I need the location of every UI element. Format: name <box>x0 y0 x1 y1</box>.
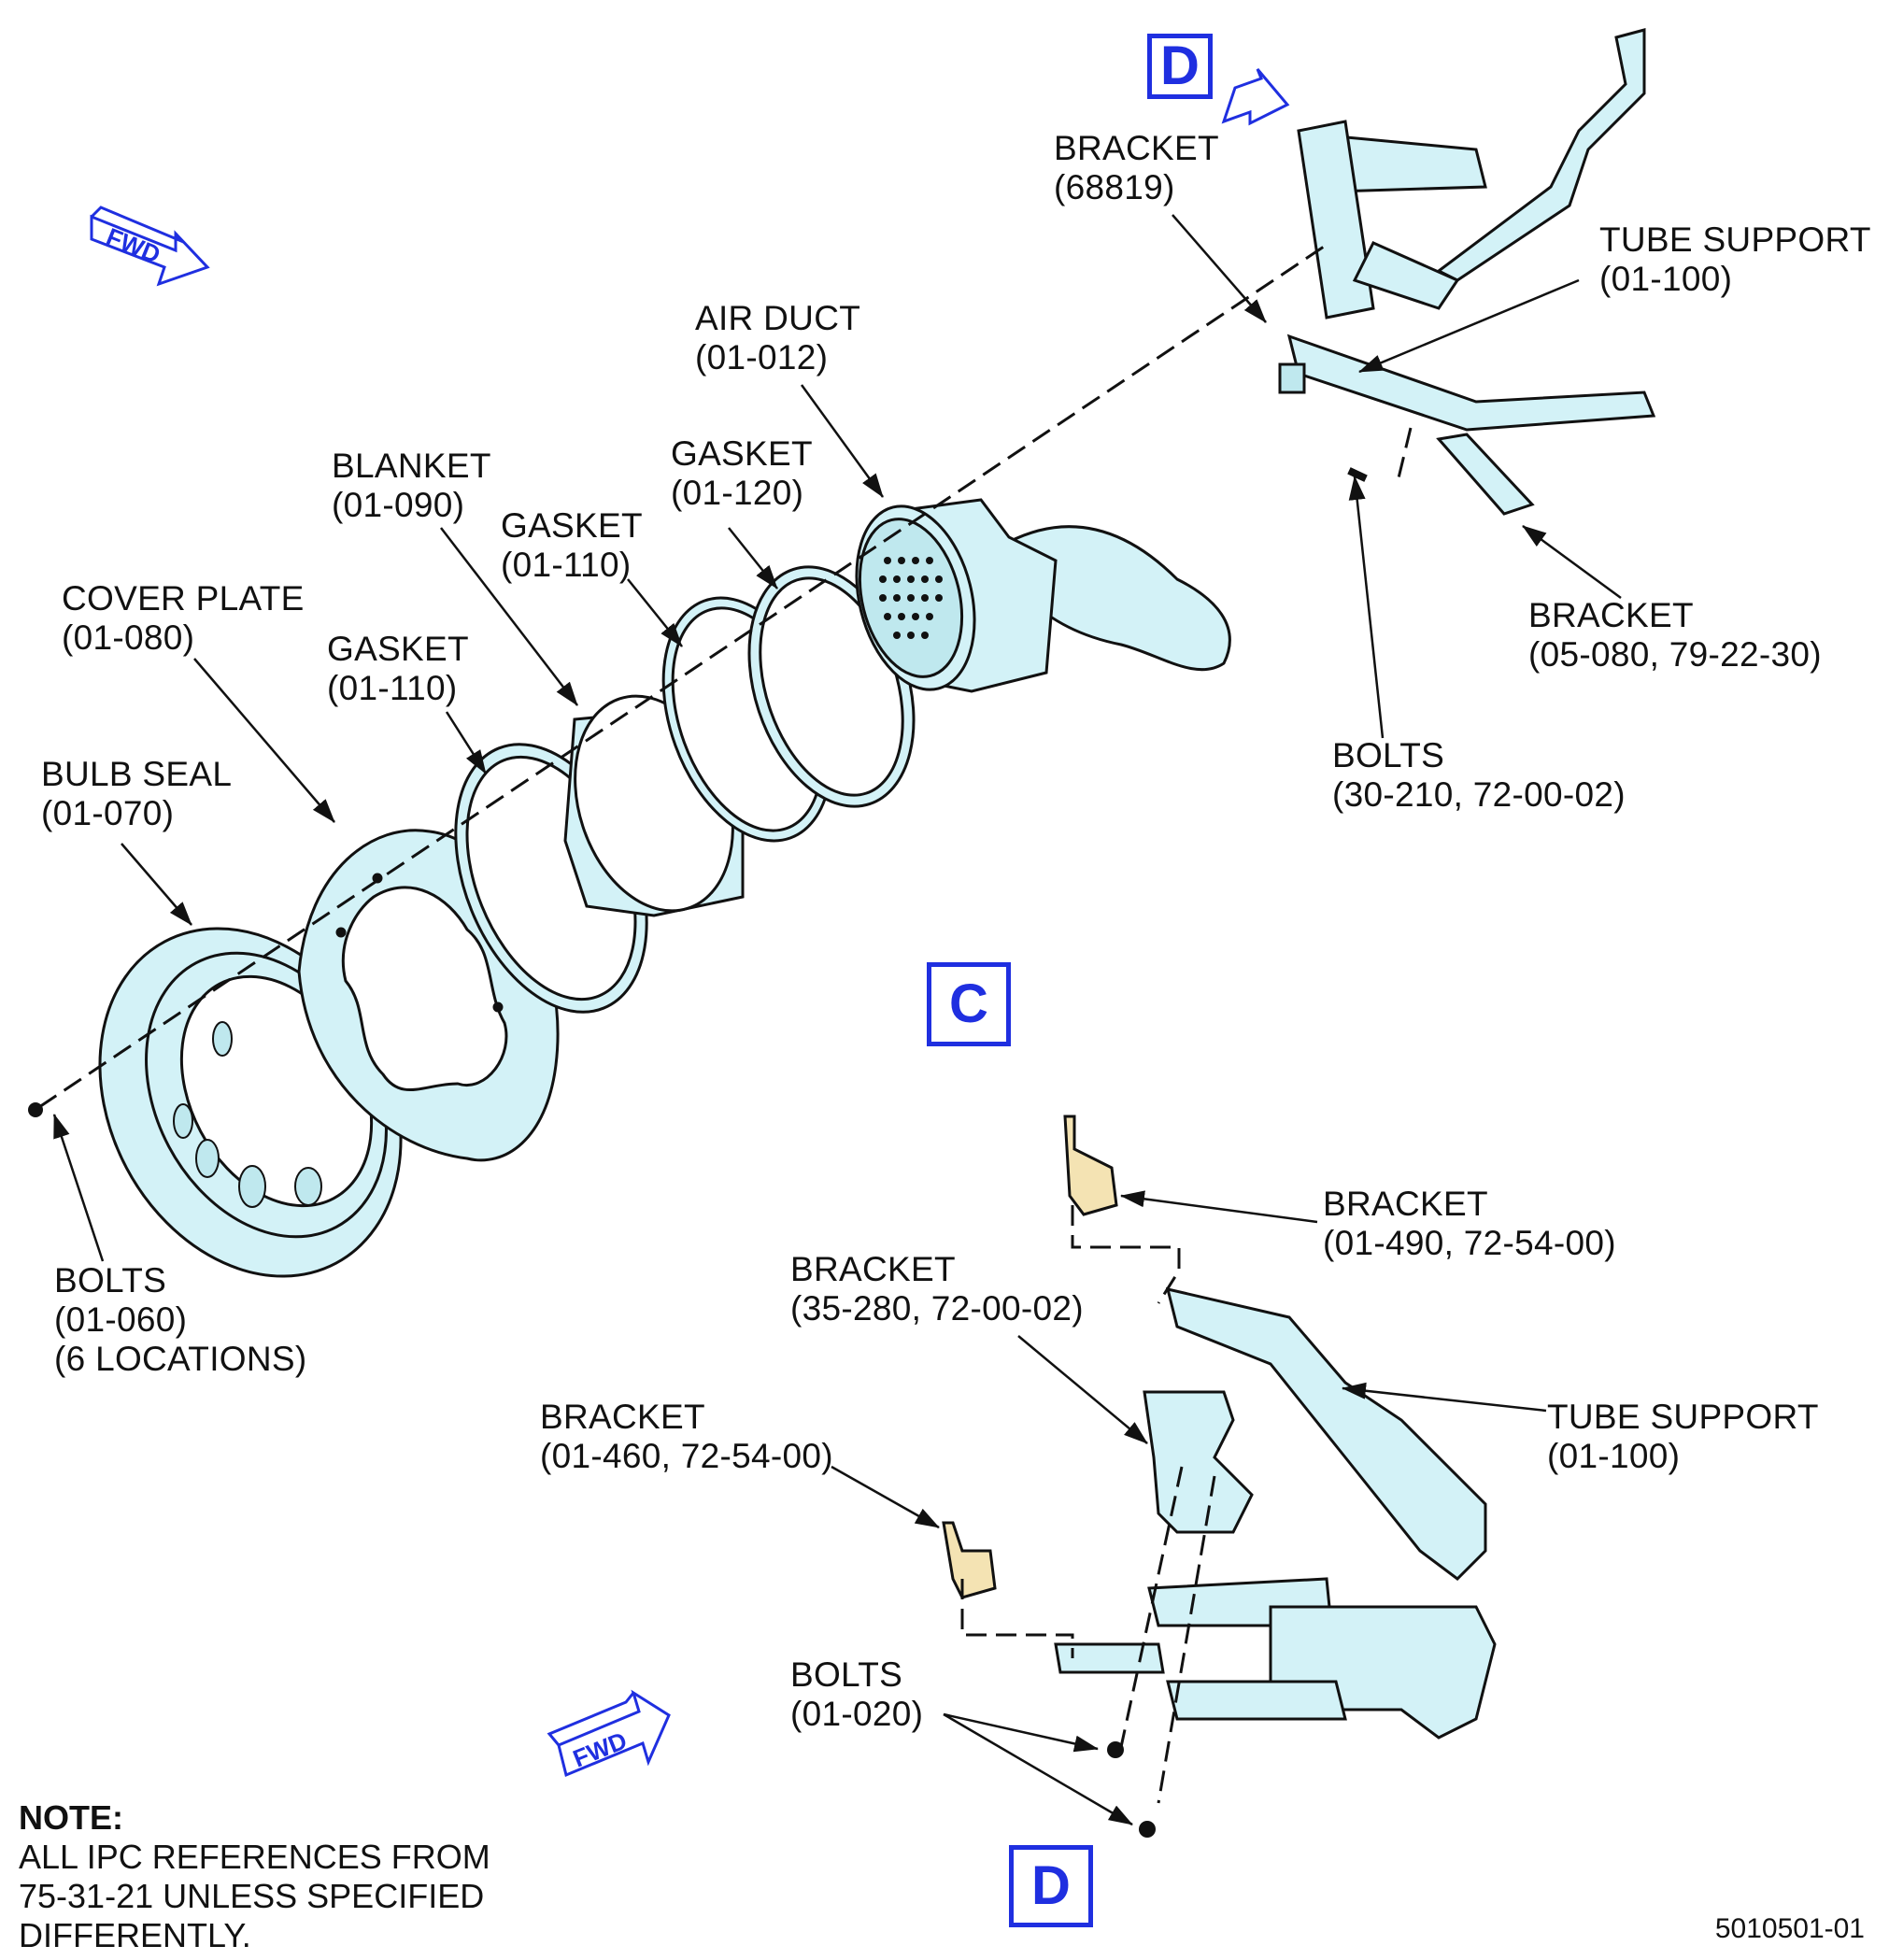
callout-bracket-35-280: BRACKET (35-280, 72-00-02) <box>790 1250 1084 1328</box>
callout-extra: (6 LOCATIONS) <box>54 1340 307 1378</box>
view-d-arrow <box>1221 68 1290 126</box>
callout-name: BRACKET <box>1054 129 1219 167</box>
callout-gasket-110-upper: GASKET (01-110) <box>501 506 643 585</box>
callout-cover-plate: COVER PLATE (01-080) <box>62 579 305 658</box>
figure-number: 5010501-01 <box>1714 1913 1865 1944</box>
callout-bracket-01-460: BRACKET (01-460, 72-54-00) <box>540 1398 833 1476</box>
view-marker-middle: C <box>927 962 1011 1046</box>
callout-ref: (01-080) <box>62 618 195 657</box>
ipc-note: NOTE: ALL IPC REFERENCES FROM 75-31-21 U… <box>19 1798 490 1955</box>
callout-name: GASKET <box>501 506 643 545</box>
callout-gasket-120: GASKET (01-120) <box>671 434 813 513</box>
callout-name: BRACKET <box>790 1250 956 1288</box>
callout-name: BULB SEAL <box>41 755 233 793</box>
callout-air-duct: AIR DUCT (01-012) <box>695 299 860 377</box>
callout-ref: (01-100) <box>1599 260 1733 298</box>
callout-name: BLANKET <box>332 447 491 485</box>
callout-ref: (01-012) <box>695 338 829 376</box>
bracket-01-490-part <box>1063 1115 1118 1216</box>
dash-center-lines <box>38 243 1413 1804</box>
callout-blanket: BLANKET (01-090) <box>332 447 491 525</box>
callout-bolts-01-060: BOLTS (01-060) (6 LOCATIONS) <box>54 1261 306 1379</box>
callout-name: BRACKET <box>1323 1185 1488 1223</box>
callout-ref: (05-080, 79-22-30) <box>1528 635 1822 674</box>
callout-ref: (01-020) <box>790 1695 924 1733</box>
callout-tube-support-top: TUBE SUPPORT (01-100) <box>1599 220 1871 299</box>
callout-name: COVER PLATE <box>62 579 305 618</box>
callout-bulb-seal: BULB SEAL (01-070) <box>41 755 232 833</box>
note-line: ALL IPC REFERENCES FROM <box>19 1838 490 1876</box>
callout-name: BOLTS <box>790 1655 903 1694</box>
callout-name: BRACKET <box>1528 596 1694 634</box>
callout-name: GASKET <box>327 630 469 668</box>
leader-lines <box>52 214 1622 1826</box>
callout-bracket-68819: BRACKET (68819) <box>1054 129 1219 207</box>
tube-support-top-part <box>1278 28 1656 516</box>
callout-ref: (01-490, 72-54-00) <box>1323 1224 1616 1262</box>
callout-bolts-01-020: BOLTS (01-020) <box>790 1655 923 1734</box>
note-heading: NOTE: <box>19 1798 123 1837</box>
fwd-arrow-bottom: FWD <box>547 1689 671 1778</box>
callout-ref: (01-090) <box>332 486 465 524</box>
callout-ref: (01-060) <box>54 1300 188 1339</box>
callout-gasket-110-lower: GASKET (01-110) <box>327 630 469 708</box>
callout-ref: (01-110) <box>501 546 632 584</box>
fwd-arrow-top: FWD <box>90 206 210 287</box>
callout-name: BOLTS <box>1332 736 1445 774</box>
callout-ref: (01-070) <box>41 794 175 832</box>
callout-ref: (01-110) <box>327 669 458 707</box>
callout-name: AIR DUCT <box>695 299 861 337</box>
callout-ref: (35-280, 72-00-02) <box>790 1289 1084 1328</box>
callout-ref: (30-210, 72-00-02) <box>1332 775 1626 814</box>
callout-ref: (01-100) <box>1547 1437 1681 1475</box>
callout-bolts-30-210: BOLTS (30-210, 72-00-02) <box>1332 736 1626 815</box>
callout-name: TUBE SUPPORT <box>1599 220 1871 259</box>
callout-ref: (01-120) <box>671 474 804 512</box>
callout-name: BRACKET <box>540 1398 705 1436</box>
callout-ref: (68819) <box>1054 168 1175 206</box>
callout-bracket-05-080: BRACKET (05-080, 79-22-30) <box>1528 596 1822 675</box>
bracket-35-280-part <box>1143 1390 1254 1534</box>
callout-name: TUBE SUPPORT <box>1547 1398 1819 1436</box>
callout-bracket-01-490: BRACKET (01-490, 72-54-00) <box>1323 1185 1616 1263</box>
tube-support-bottom-part <box>1054 1286 1497 1740</box>
note-line: 75-31-21 UNLESS SPECIFIED <box>19 1877 485 1915</box>
callout-ref: (01-460, 72-54-00) <box>540 1437 833 1475</box>
air-duct-part <box>855 498 1231 693</box>
bracket-01-460-part <box>942 1521 997 1599</box>
bolts-icon <box>28 467 1368 1838</box>
view-marker-top: D <box>1147 34 1213 99</box>
note-line: DIFFERENTLY. <box>19 1916 251 1954</box>
view-marker-bottom: D <box>1009 1845 1093 1927</box>
callout-name: GASKET <box>671 434 813 473</box>
callout-tube-support-bottom: TUBE SUPPORT (01-100) <box>1547 1398 1819 1476</box>
callout-name: BOLTS <box>54 1261 167 1300</box>
